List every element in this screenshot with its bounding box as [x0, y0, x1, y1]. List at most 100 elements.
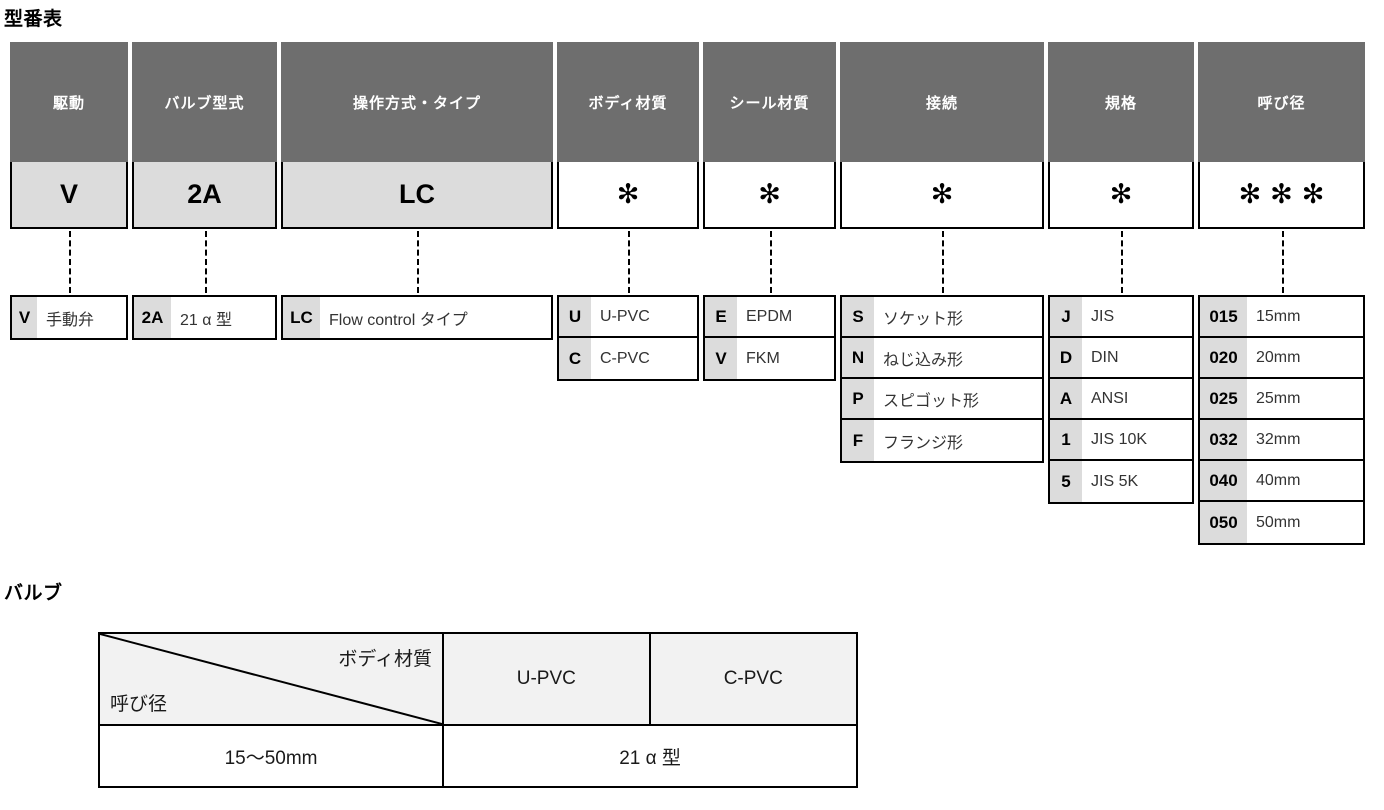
legend-option-description: EPDM	[737, 297, 834, 336]
legend-option-description: JIS 10K	[1082, 420, 1192, 459]
code-column-header-1: バルブ型式	[132, 42, 277, 162]
legend-option-code: 050	[1200, 502, 1247, 543]
code-column-5: 接続 ✻	[840, 42, 1044, 229]
code-column-4: シール材質 ✻	[703, 42, 836, 229]
valve-table-col-header-0: U-PVC	[442, 632, 651, 726]
code-connector-3	[628, 231, 630, 293]
legend-option-description: ANSI	[1082, 379, 1192, 418]
code-column-value-6: ✻	[1048, 162, 1194, 229]
legend-option-description: 50mm	[1247, 502, 1363, 543]
code-column-header-2: 操作方式・タイプ	[281, 42, 553, 162]
code-column-header-4: シール材質	[703, 42, 836, 162]
code-connector-0	[69, 231, 71, 293]
code-connector-6	[1121, 231, 1123, 293]
code-column-1: バルブ型式 2A	[132, 42, 277, 229]
code-value-text-3: ✻	[616, 179, 640, 209]
code-column-7: 呼び径✻✻✻	[1198, 42, 1365, 229]
valve-table-cell-size: 15〜50mm	[97, 724, 445, 788]
code-column-value-4: ✻	[703, 162, 836, 229]
legend-option-description: C-PVC	[591, 338, 697, 379]
code-column-header-3: ボディ材質	[557, 42, 699, 162]
legend-option-description: ねじ込み形	[874, 338, 1042, 377]
code-value-text-2: LC	[399, 179, 435, 209]
valve-table-header-row: ボディ材質 呼び径 U-PVC C-PVC	[97, 632, 859, 726]
code-column-value-2: LC	[281, 162, 553, 229]
corner-label-body-material: ボディ材質	[338, 649, 433, 670]
legend-option-code: 040	[1200, 461, 1247, 500]
code-column-2: 操作方式・タイプ LC	[281, 42, 553, 229]
legend-option-description: 25mm	[1247, 379, 1363, 418]
page-title-valve-table: バルブ	[4, 583, 63, 604]
legend-option-code: A	[1050, 379, 1082, 418]
legend-option-code: 015	[1200, 297, 1247, 336]
code-column-header-6: 規格	[1048, 42, 1194, 162]
code-column-value-7: ✻✻✻	[1198, 162, 1365, 229]
diagonal-divider-icon	[100, 634, 442, 724]
legend-option-code: F	[842, 420, 874, 461]
legend-option-code: 025	[1200, 379, 1247, 418]
code-connector-7	[1282, 231, 1284, 293]
legend-option-code: 5	[1050, 461, 1082, 502]
legend-option-description: Flow control タイプ	[320, 297, 551, 338]
legend-option-code: LC	[283, 297, 320, 338]
legend-option-description: ソケット形	[874, 297, 1042, 336]
legend-option-code: J	[1050, 297, 1082, 336]
legend-option-description: 15mm	[1247, 297, 1363, 336]
legend-option-code: S	[842, 297, 874, 336]
legend-option-description: JIS	[1082, 297, 1192, 336]
legend-option-code: N	[842, 338, 874, 377]
page-title-model-table: 型番表	[4, 9, 63, 30]
code-value-text-5: ✻	[930, 179, 954, 209]
code-connector-4	[770, 231, 772, 293]
code-value-text-1: 2A	[187, 179, 222, 209]
legend-option-description: DIN	[1082, 338, 1192, 377]
legend-option-description: JIS 5K	[1082, 461, 1192, 502]
legend-option-code: V	[705, 338, 737, 379]
code-column-header-5: 接続	[840, 42, 1044, 162]
code-column-value-0: V	[10, 162, 128, 229]
legend-option-description: 32mm	[1247, 420, 1363, 459]
code-column-header-0: 駆動	[10, 42, 128, 162]
code-value-text-6: ✻	[1109, 179, 1133, 209]
legend-option-description: U-PVC	[591, 297, 697, 336]
legend-option-code: V	[12, 297, 37, 338]
corner-label-nominal-diameter: 呼び径	[110, 694, 168, 715]
legend-option-code: 032	[1200, 420, 1247, 459]
code-column-header-7: 呼び径	[1198, 42, 1365, 162]
code-value-text-4: ✻	[758, 179, 781, 209]
legend-option-code: D	[1050, 338, 1082, 377]
code-connector-5	[942, 231, 944, 293]
code-connector-2	[417, 231, 419, 293]
code-column-value-5: ✻	[840, 162, 1044, 229]
legend-option-description: フランジ形	[874, 420, 1042, 461]
legend-option-description: 20mm	[1247, 338, 1363, 377]
